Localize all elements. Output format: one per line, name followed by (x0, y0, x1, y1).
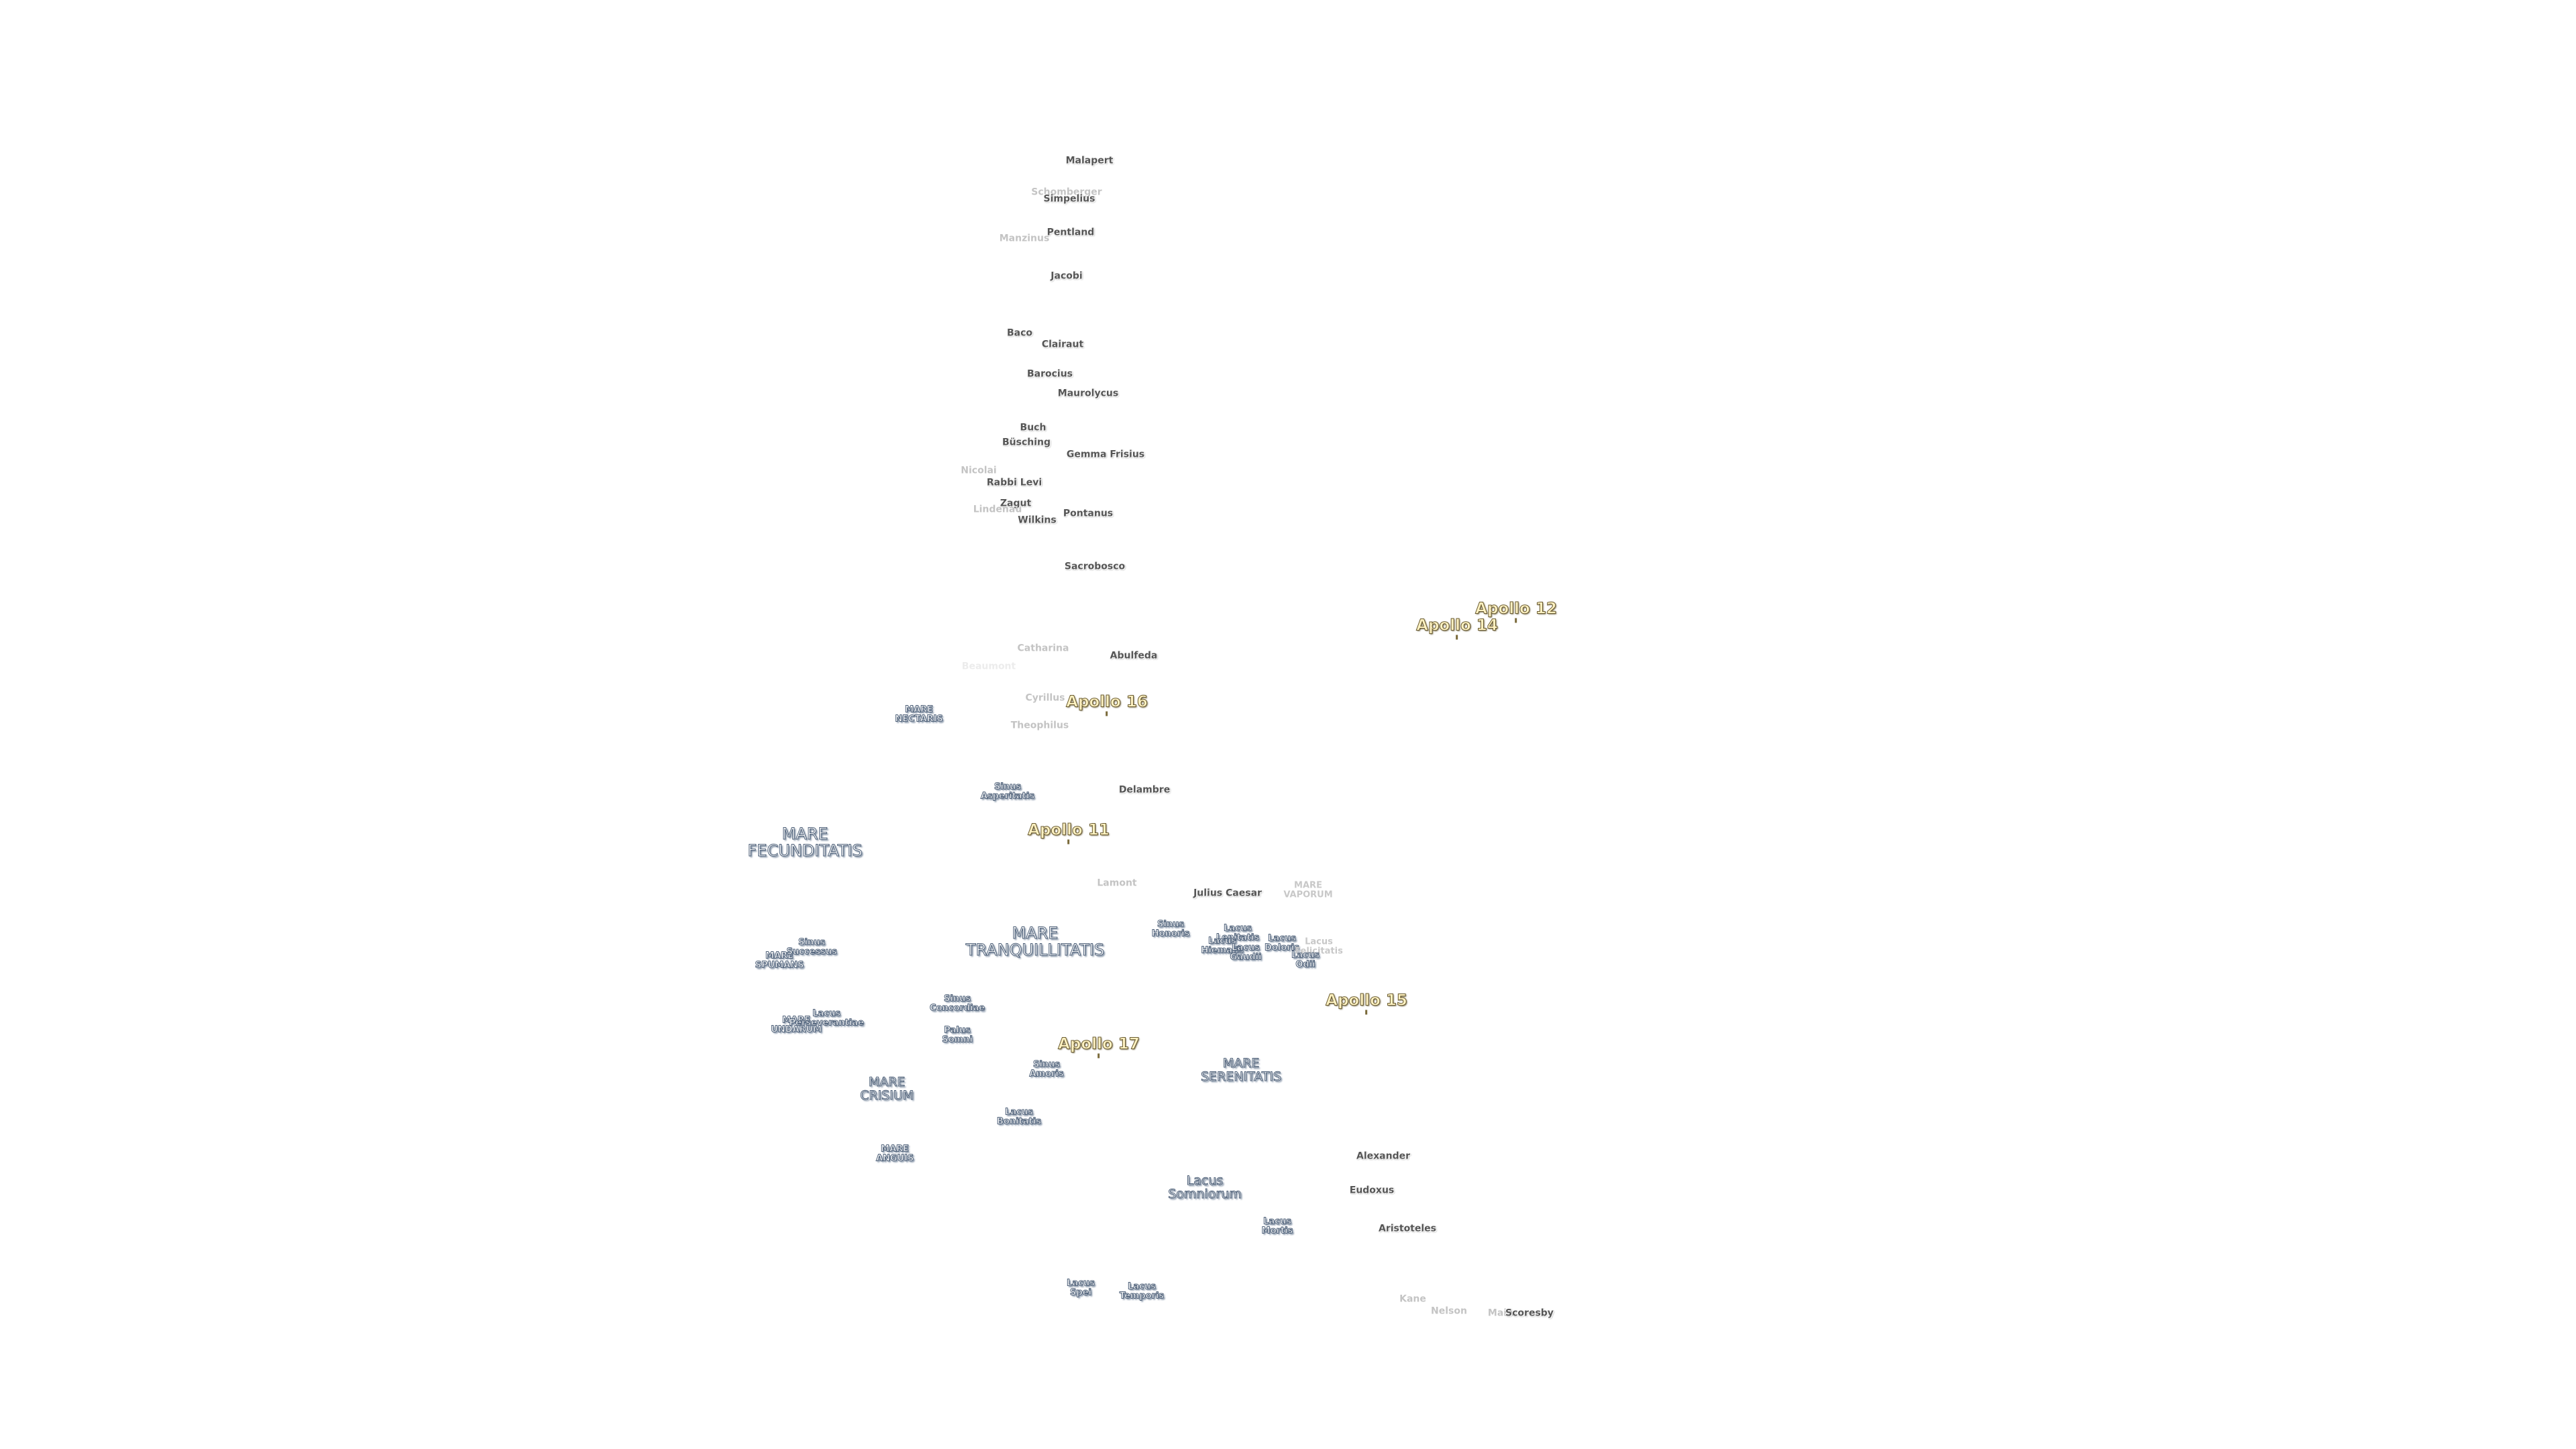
crater-label-malapert: Malapert (1065, 155, 1114, 166)
crater-label-pontanus: Pontanus (1063, 508, 1114, 519)
crater-label-barocius: Barocius (1026, 368, 1073, 380)
crater-label-jacobi: Jacobi (1051, 270, 1083, 282)
crater-label-rabbi-levi: Rabbi Levi (986, 477, 1042, 488)
crater-label-buch: Buch (1020, 422, 1046, 433)
crater-label-baco: Baco (1006, 327, 1033, 339)
crater-label-catharina: Catharina (1017, 643, 1069, 654)
crater-label-eudoxus: Eudoxus (1349, 1185, 1395, 1196)
landing-site-apollo-12[interactable]: Apollo 12 (1475, 600, 1558, 623)
crater-label-nicolai: Nicolai (961, 465, 997, 476)
crater-label-delambre: Delambre (1118, 784, 1171, 796)
crater-label-simpelius: Simpelius (1043, 193, 1095, 205)
landing-site-apollo-15[interactable]: Apollo 15 (1326, 992, 1408, 1014)
crater-label-maurolycus: Maurolycus (1057, 388, 1119, 399)
crater-label-gemma-frisius: Gemma Frisius (1066, 449, 1145, 460)
crater-label-wilkins: Wilkins (1018, 515, 1057, 526)
crater-label-cyrillus: Cyrillus (1025, 692, 1065, 704)
crater-label-lamont: Lamont (1097, 877, 1137, 889)
crater-label-pentland: Pentland (1046, 227, 1095, 238)
crater-label-nelson: Nelson (1431, 1305, 1467, 1317)
crater-label-alexander: Alexander (1356, 1150, 1410, 1162)
crater-label-beaumont: Beaumont (961, 661, 1016, 672)
crater-label-clairaut: Clairaut (1041, 339, 1084, 350)
crater-label-main: Main (1487, 1307, 1514, 1319)
crater-label-scoresby: Scoresby (1505, 1307, 1554, 1319)
landing-site-apollo-11[interactable]: Apollo 11 (1028, 822, 1110, 844)
crater-label-schomberger: Schomberger (1031, 186, 1102, 198)
landing-site-apollo-16[interactable]: Apollo 16 (1066, 694, 1148, 716)
landing-site-apollo-17[interactable]: Apollo 17 (1058, 1036, 1140, 1058)
crater-label-julius-caesar: Julius Caesar (1193, 888, 1262, 899)
crater-label-manzinus: Manzinus (999, 233, 1050, 244)
crater-label-aristoteles: Aristoteles (1379, 1223, 1436, 1234)
crater-label-zagut: Zagut (1000, 498, 1032, 509)
crater-label-theophilus: Theophilus (1010, 720, 1069, 731)
crater-label-lindenau: Lindenau (973, 504, 1022, 515)
crater-label-abulfeda: Abulfeda (1110, 650, 1158, 661)
crater-label-sacrobosco: Sacrobosco (1064, 561, 1126, 572)
landing-site-apollo-14[interactable]: Apollo 14 (1416, 617, 1499, 639)
crater-label-busching: Büsching (1002, 437, 1051, 448)
crater-label-kane: Kane (1399, 1293, 1426, 1305)
